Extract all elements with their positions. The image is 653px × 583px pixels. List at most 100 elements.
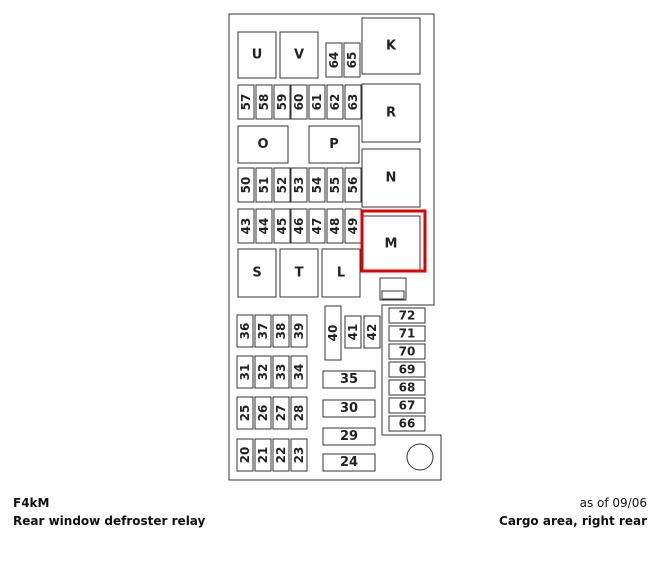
fuse-59: [273, 84, 291, 120]
fuse-54-label: 54: [310, 177, 324, 194]
fuse-21-label: 21: [256, 447, 270, 464]
fuse-35-label: 35: [340, 372, 358, 387]
fuse-24: [322, 453, 376, 472]
fuse-50: [237, 167, 255, 203]
fuse-39: [290, 314, 308, 348]
relay-l-label: L: [337, 266, 345, 281]
fuse-21: [254, 438, 272, 472]
fuse-24-label: 24: [340, 455, 358, 470]
fuse-38-label: 38: [274, 323, 288, 340]
fuse-50-label: 50: [239, 177, 253, 194]
fuse-69: [388, 361, 426, 378]
relay-r-label: R: [386, 106, 396, 121]
relay-t: [279, 248, 319, 298]
fuse-61: [308, 84, 326, 120]
fuse-55: [326, 167, 344, 203]
fuse-34-label: 34: [292, 364, 306, 381]
fuse-65-label: 65: [345, 52, 359, 69]
component-code: F4kM: [13, 496, 50, 510]
fuse-46-label: 46: [292, 218, 306, 235]
fuse-71: [388, 325, 426, 342]
fuse-67-label: 67: [399, 399, 416, 413]
relay-o: [237, 125, 289, 164]
fuse-42: [363, 315, 381, 349]
fuse-70-label: 70: [399, 345, 416, 359]
relay-v: [279, 31, 319, 79]
fuse-37: [254, 314, 272, 348]
fuse-72: [388, 307, 426, 324]
fuse-45-label: 45: [275, 218, 289, 235]
fuse-57-label: 57: [239, 94, 253, 111]
fuse-39-label: 39: [292, 323, 306, 340]
fuse-56-label: 56: [346, 177, 360, 194]
fuse-57: [237, 84, 255, 120]
fuse-67: [388, 397, 426, 414]
fuse-52-label: 52: [275, 177, 289, 194]
fuse-44-label: 44: [257, 218, 271, 235]
fuse-47: [308, 208, 326, 244]
fuse-55-label: 55: [328, 177, 342, 194]
fuse-25: [236, 396, 254, 430]
relay-k-label: K: [386, 39, 397, 54]
fuse-71-label: 71: [399, 327, 416, 341]
fuse-22-label: 22: [274, 447, 288, 464]
fuse-70: [388, 343, 426, 360]
relay-n: [361, 148, 421, 208]
relay-p-label: P: [329, 137, 339, 152]
fuse-20-label: 20: [238, 447, 252, 464]
fuse-28-label: 28: [292, 405, 306, 422]
fuse-72-label: 72: [399, 309, 416, 323]
fuse-49-label: 49: [346, 218, 360, 235]
fuse-31-label: 31: [238, 364, 252, 381]
fuse-63-label: 63: [346, 94, 360, 111]
fuse-44: [255, 208, 273, 244]
fuse-66-label: 66: [399, 417, 416, 431]
fuse-35: [322, 370, 376, 389]
fuse-63: [344, 84, 362, 120]
fuse-68: [388, 379, 426, 396]
fuse-59-label: 59: [275, 94, 289, 111]
fuse-27: [272, 396, 290, 430]
fuse-58: [255, 84, 273, 120]
fuse-37-label: 37: [256, 323, 270, 340]
fuse-62-label: 62: [328, 94, 342, 111]
relay-t-label: T: [295, 266, 304, 281]
fuse-42-label: 42: [365, 324, 379, 341]
fuse-56: [344, 167, 362, 203]
fuse-45: [273, 208, 291, 244]
fuse-48: [326, 208, 344, 244]
component-description: Rear window defroster relay: [13, 514, 206, 528]
fuse-40-label: 40: [326, 325, 340, 342]
relay-s-label: S: [252, 266, 261, 281]
fuse-30-label: 30: [340, 401, 358, 416]
fuse-69-label: 69: [399, 363, 416, 377]
fuse-40: [324, 305, 342, 361]
relay-v-label: V: [294, 48, 304, 63]
fuse-52: [273, 167, 291, 203]
fuse-33: [272, 355, 290, 389]
relay-s: [237, 248, 277, 298]
fuse-25-label: 25: [238, 405, 252, 422]
fuse-58-label: 58: [257, 94, 271, 111]
fuse-32: [254, 355, 272, 389]
fuse-48-label: 48: [328, 218, 342, 235]
fuse-61-label: 61: [310, 94, 324, 111]
component-location: Cargo area, right rear: [499, 514, 647, 528]
fuse-43: [237, 208, 255, 244]
fuse-51: [255, 167, 273, 203]
fuse-46: [290, 208, 308, 244]
relay-o-label: O: [257, 137, 268, 152]
fuse-36-label: 36: [238, 323, 252, 340]
fuse-51-label: 51: [257, 177, 271, 194]
relay-k: [361, 17, 421, 75]
fuse-20: [236, 438, 254, 472]
fuse-29: [322, 427, 376, 446]
fuse-53-label: 53: [292, 177, 306, 194]
relay-m-bracket-foot: [381, 290, 405, 300]
fuse-64: [325, 42, 343, 78]
fuse-65: [343, 42, 361, 78]
fuse-32-label: 32: [256, 364, 270, 381]
fuse-27-label: 27: [274, 405, 288, 422]
highlight-frame: [360, 209, 427, 273]
